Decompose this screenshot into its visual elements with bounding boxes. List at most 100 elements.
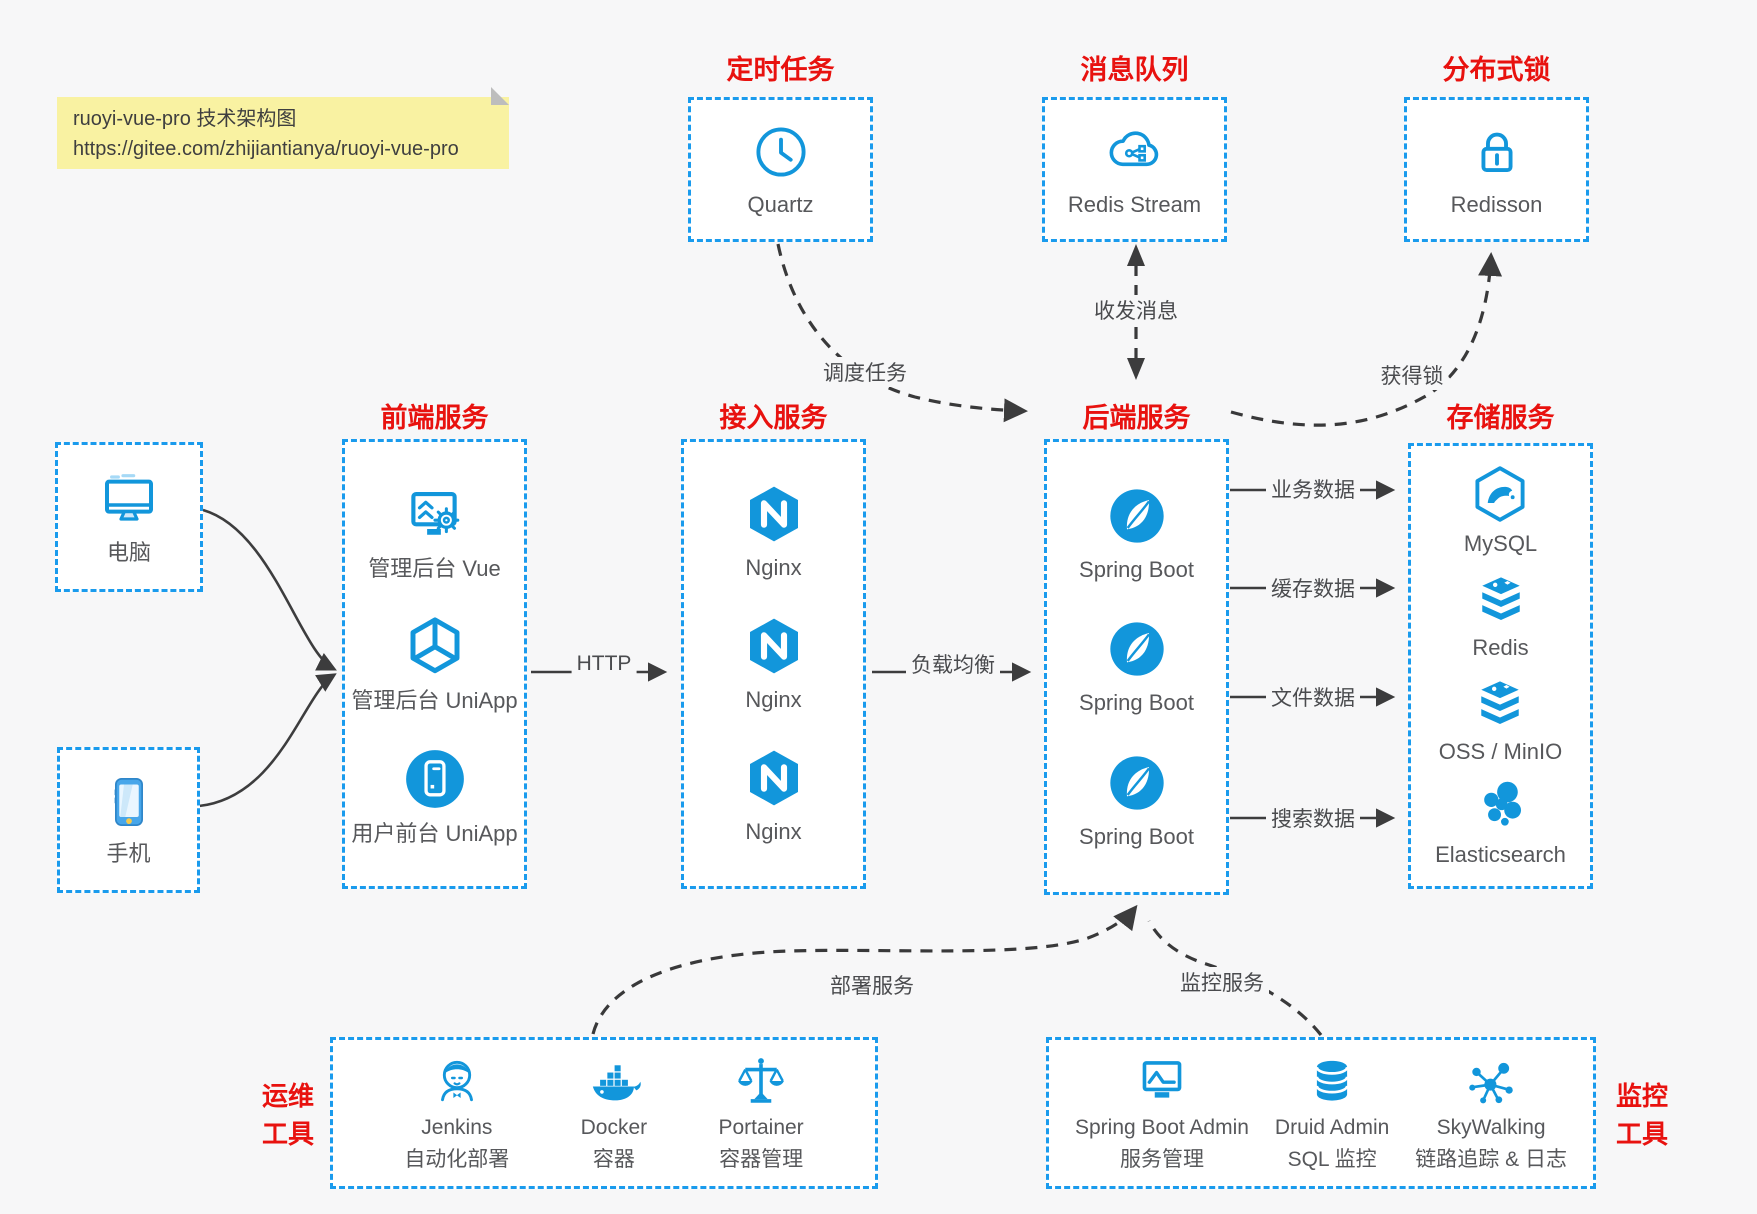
edge-label-deploy-service: 部署服务 <box>825 970 919 1000</box>
jenkins-name: Jenkins <box>421 1115 493 1139</box>
phone-item: 手机 <box>99 772 159 867</box>
devops-side-label: 运维 工具 <box>252 1078 324 1153</box>
quartz-item: Quartz <box>747 121 814 218</box>
frontend-item-user-uniapp: 用户前台 UniApp <box>351 746 518 847</box>
docker-desc: 容器 <box>592 1148 635 1171</box>
redis-stream-item: Redis Stream <box>1068 121 1201 218</box>
devops-box: Jenkins 自动化部署 Docker 容器 <box>330 1037 878 1189</box>
uniapp-cube-icon <box>410 617 459 674</box>
oss-minio-icon <box>1481 680 1520 724</box>
frontend-box: 管理后台 Vue 管理后台 UniApp 用户前台 UniApp <box>342 439 527 889</box>
druid-icon <box>1315 1060 1349 1101</box>
redis-label: Redis <box>1472 634 1529 660</box>
storage-item-mysql: MySQL <box>1464 463 1537 557</box>
docker-icon <box>592 1064 641 1100</box>
monitoring-side-line1: 监控 <box>1615 1081 1668 1111</box>
monitoring-item-druid: Druid Admin SQL 监控 <box>1275 1052 1389 1175</box>
portainer-desc: 容器管理 <box>719 1148 804 1171</box>
edge-deploy-service <box>591 904 1138 1035</box>
devops-side-line2: 工具 <box>261 1118 314 1149</box>
mysql-label: MySQL <box>1463 531 1538 557</box>
frontend-admin-uniapp-label: 管理后台 UniApp <box>351 688 518 714</box>
portainer-name: Portainer <box>718 1115 804 1139</box>
note-fold-corner <box>491 87 509 105</box>
redisson-item: Redisson <box>1450 121 1543 218</box>
nginx-icon <box>749 487 798 542</box>
redis-stream-box: Redis Stream <box>1042 97 1227 242</box>
nginx-label-3: Nginx <box>745 819 802 845</box>
frontend-item-admin-vue: 管理后台 Vue <box>368 481 501 582</box>
edge-acquire-lock <box>1230 252 1503 427</box>
quartz-label: Quartz <box>747 191 814 217</box>
skywalking-icon <box>1469 1062 1513 1104</box>
jenkins-desc: 自动化部署 <box>404 1148 510 1171</box>
note-title: ruoyi-vue-pro 技术架构图 <box>73 108 297 130</box>
desktop-icon <box>105 474 153 521</box>
title-storage: 存储服务 <box>1446 403 1555 433</box>
storage-box: MySQL Redis OSS / MinIO <box>1408 443 1593 889</box>
title-gateway: 接入服务 <box>719 403 828 433</box>
double-arrowheads <box>1127 244 1145 380</box>
frontend-item-admin-uniapp: 管理后台 UniApp <box>351 613 518 714</box>
edge-phone-to-frontend <box>198 673 337 808</box>
admin-vue-icon <box>411 491 460 535</box>
edge-quartz-dispatch <box>776 243 1028 423</box>
redis-stream-label: Redis Stream <box>1067 191 1202 217</box>
storage-item-oss: OSS / MinIO <box>1439 671 1562 765</box>
sba-desc: 服务管理 <box>1119 1148 1204 1171</box>
edge-label-search-data: 搜索数据 <box>1266 803 1360 833</box>
quartz-box: Quartz <box>688 97 873 242</box>
monitoring-side-label: 监控 工具 <box>1606 1078 1678 1153</box>
nginx-item-3: Nginx <box>742 746 806 845</box>
redis-icon <box>1481 577 1520 620</box>
elasticsearch-label: Elasticsearch <box>1435 842 1566 868</box>
smartphone-icon <box>114 778 143 827</box>
springboot-label-3: Spring Boot <box>1079 823 1194 849</box>
redisson-label: Redisson <box>1450 191 1543 217</box>
title-scheduled-task: 定时任务 <box>726 55 835 85</box>
springboot-item-2: Spring Boot <box>1079 617 1194 716</box>
springboot-item-3: Spring Boot <box>1079 751 1194 850</box>
springboot-icon <box>1109 622 1164 676</box>
edge-label-dispatch-task: 调度任务 <box>818 357 912 387</box>
gateway-box: Nginx Nginx Nginx <box>681 439 866 889</box>
portainer-icon <box>738 1057 785 1103</box>
edge-label-send-receive-message: 收发消息 <box>1089 295 1183 325</box>
oss-minio-label: OSS / MinIO <box>1438 738 1563 764</box>
sba-name: Spring Boot Admin <box>1074 1115 1249 1139</box>
computer-label: 电脑 <box>106 540 151 566</box>
nginx-item-1: Nginx <box>742 482 806 581</box>
sticky-note: ruoyi-vue-pro 技术架构图 https://gitee.com/zh… <box>57 87 509 169</box>
nginx-icon <box>749 618 798 674</box>
springboot-item-1: Spring Boot <box>1079 484 1194 583</box>
lock-icon <box>1481 132 1512 172</box>
springboot-icon <box>1109 489 1164 543</box>
springboot-label-1: Spring Boot <box>1079 556 1194 582</box>
monitoring-box: Spring Boot Admin 服务管理 Druid Admin SQL 监… <box>1046 1037 1596 1189</box>
computer-item: 电脑 <box>94 467 164 566</box>
skywalking-name: SkyWalking <box>1436 1115 1546 1139</box>
edge-monitor-service <box>1147 920 1323 1036</box>
edge-label-cache-data: 缓存数据 <box>1266 573 1360 603</box>
edge-computer-to-frontend <box>202 508 337 671</box>
title-backend: 后端服务 <box>1082 403 1191 433</box>
mobile-app-icon <box>405 749 464 808</box>
skywalking-desc: 链路追踪 & 日志 <box>1415 1148 1567 1171</box>
backend-box: Spring Boot Spring Boot Spring Boot <box>1044 439 1229 895</box>
devops-side-line1: 运维 <box>261 1081 314 1111</box>
nginx-icon <box>749 750 798 806</box>
storage-item-redis: Redis <box>1470 567 1532 661</box>
phone-box: 手机 <box>57 747 200 893</box>
druid-desc: SQL 监控 <box>1287 1148 1377 1171</box>
redisson-box: Redisson <box>1404 97 1589 242</box>
cloud-stream-icon <box>1109 131 1158 166</box>
note-url: https://gitee.com/zhijiantianya/ruoyi-vu… <box>73 138 459 160</box>
edge-label-load-balance: 负载均衡 <box>906 649 1000 679</box>
mysql-icon <box>1475 466 1526 523</box>
edge-label-file-data: 文件数据 <box>1266 682 1360 712</box>
springboot-label-2: Spring Boot <box>1079 690 1194 716</box>
elasticsearch-icon <box>1483 782 1521 826</box>
monitoring-side-line2: 工具 <box>1615 1118 1668 1149</box>
clock-icon <box>755 127 806 177</box>
devops-item-jenkins: Jenkins 自动化部署 <box>404 1052 509 1175</box>
